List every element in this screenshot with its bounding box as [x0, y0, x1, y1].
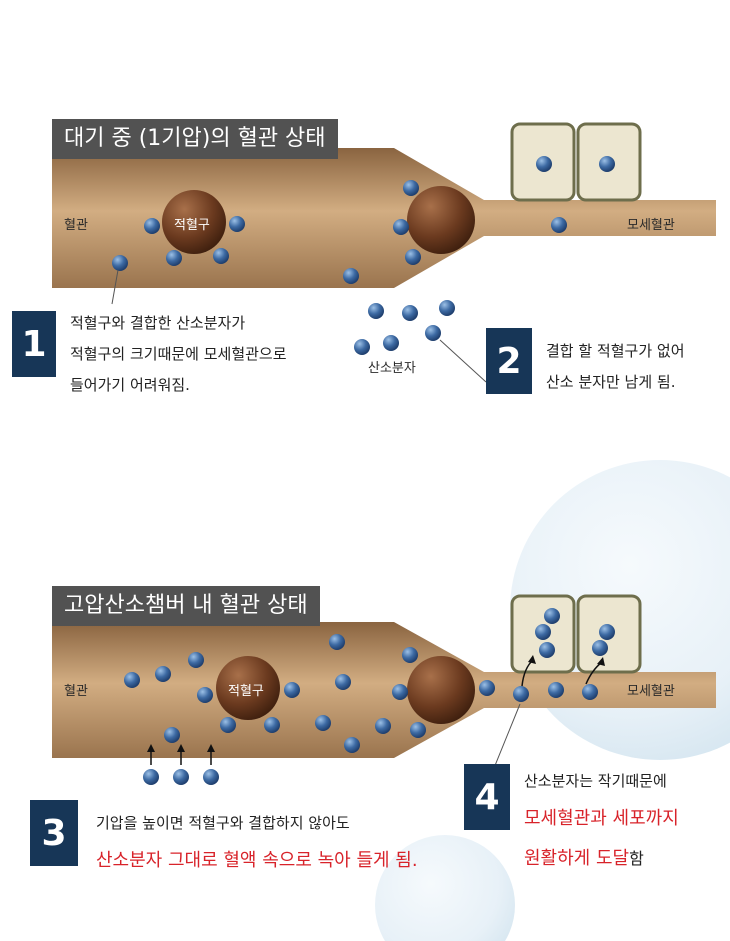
- oxygen-molecule: [539, 642, 555, 658]
- oxygen-molecule: [220, 717, 236, 733]
- oxygen-molecule: [144, 218, 160, 234]
- oxygen-molecule: [375, 718, 391, 734]
- oxygen-molecule: [329, 634, 345, 650]
- step-number-3: 3: [30, 800, 78, 866]
- blood-vessel: [52, 622, 716, 758]
- oxygen-label: 산소분자: [368, 361, 416, 376]
- pressure-arrowheads: [147, 744, 215, 752]
- note-1-text: 적혈구와 결합한 산소분자가 적혈구의 크기때문에 모세혈관으로 들어가기 어려…: [70, 308, 287, 401]
- oxygen-molecule: [439, 300, 455, 316]
- step-number-1: 1: [12, 311, 56, 377]
- oxygen-molecule: [535, 624, 551, 640]
- red-blood-cell: [216, 656, 280, 720]
- oxygen-molecules: [112, 156, 615, 355]
- note-4-line-3: 원활하게 도달함: [524, 844, 644, 870]
- callout-line: [493, 703, 521, 769]
- oxygen-molecule: [188, 652, 204, 668]
- oxygen-molecule: [284, 682, 300, 698]
- note-1-line: 적혈구와 결합한 산소분자가: [70, 314, 246, 332]
- oxygen-molecule: [173, 769, 189, 785]
- oxygen-molecule: [166, 250, 182, 266]
- note-1-line: 적혈구의 크기때문에 모세혈관으로: [70, 345, 287, 363]
- oxygen-molecule: [197, 687, 213, 703]
- oxygen-molecule: [393, 219, 409, 235]
- note-3-line-2: 산소분자 그대로 혈액 속으로 녹아 들게 됨.: [96, 850, 418, 871]
- oxygen-molecule: [599, 624, 615, 640]
- callout-line: [439, 339, 487, 383]
- vessel-label: 혈관: [64, 218, 88, 233]
- oxygen-molecule: [582, 684, 598, 700]
- oxygen-molecule: [403, 180, 419, 196]
- note-4-line-3-tail: 함: [629, 849, 644, 868]
- arrowheads: [528, 655, 605, 666]
- oxygen-molecule: [264, 717, 280, 733]
- arrowhead: [147, 744, 155, 752]
- oxygen-molecule: [548, 682, 564, 698]
- note-3-line-1: 기압을 높이면 적혈구와 결합하지 않아도: [96, 814, 350, 832]
- arrowhead: [207, 744, 215, 752]
- oxygen-molecule: [544, 608, 560, 624]
- note-4-line-1: 산소분자는 작기때문에: [524, 772, 667, 790]
- step-number-2: 2: [486, 328, 532, 394]
- oxygen-molecule: [112, 255, 128, 271]
- oxygen-molecule: [368, 303, 384, 319]
- oxygen-molecule: [124, 672, 140, 688]
- oxygen-molecule: [402, 647, 418, 663]
- oxygen-molecule: [229, 216, 245, 232]
- oxygen-molecule: [143, 769, 159, 785]
- panel-title-1: 대기 중 (1기압)의 혈관 상태: [52, 119, 338, 159]
- arrowhead: [528, 655, 536, 664]
- oxygen-molecule: [599, 156, 615, 172]
- arrowhead: [177, 744, 185, 752]
- oxygen-molecule: [354, 339, 370, 355]
- oxygen-molecule: [335, 674, 351, 690]
- note-2-text: 결합 할 적혈구가 없어 산소 분자만 남게 됨.: [546, 336, 685, 398]
- capillary-label: 모세혈관: [627, 684, 675, 699]
- capillary-label: 모세혈관: [627, 218, 675, 233]
- bubble-decoration: [375, 835, 515, 941]
- oxygen-molecule: [513, 686, 529, 702]
- pressure-arrows: [150, 750, 212, 765]
- oxygen-molecule: [164, 727, 180, 743]
- panel-title-2: 고압산소챔버 내 혈관 상태: [52, 586, 320, 626]
- red-blood-cell: [162, 190, 226, 254]
- red-blood-cell: [407, 656, 475, 724]
- rbc-label: 적혈구: [174, 218, 210, 233]
- oxygen-molecule: [343, 268, 359, 284]
- note-1-line: 들어가기 어려워짐.: [70, 376, 190, 394]
- note-2-line: 산소 분자만 남게 됨.: [546, 373, 676, 391]
- note-4-line-2: 모세혈관과 세포까지: [524, 808, 679, 829]
- step-number-4: 4: [464, 764, 510, 830]
- oxygen-molecule: [425, 325, 441, 341]
- oxygen-molecule: [592, 640, 608, 656]
- red-blood-cell: [407, 186, 475, 254]
- rbc-label: 적혈구: [228, 684, 264, 699]
- oxygen-molecule: [392, 684, 408, 700]
- arrowhead: [597, 657, 605, 666]
- oxygen-molecule: [405, 249, 421, 265]
- note-4-line-3-red: 원활하게 도달: [524, 848, 630, 869]
- oxygen-molecule: [402, 305, 418, 321]
- callout-line: [111, 269, 119, 305]
- oxygen-molecule: [203, 769, 219, 785]
- oxygen-molecule: [315, 715, 331, 731]
- oxygen-molecule: [536, 156, 552, 172]
- oxygen-molecule: [551, 217, 567, 233]
- oxygen-molecule: [344, 737, 360, 753]
- vessel-label: 혈관: [64, 684, 88, 699]
- oxygen-molecule: [479, 680, 495, 696]
- oxygen-molecule: [213, 248, 229, 264]
- oxygen-molecule: [155, 666, 171, 682]
- oxygen-molecule: [383, 335, 399, 351]
- oxygen-molecule: [410, 722, 426, 738]
- note-2-line: 결합 할 적혈구가 없어: [546, 342, 685, 360]
- oxygen-molecules: [124, 608, 615, 785]
